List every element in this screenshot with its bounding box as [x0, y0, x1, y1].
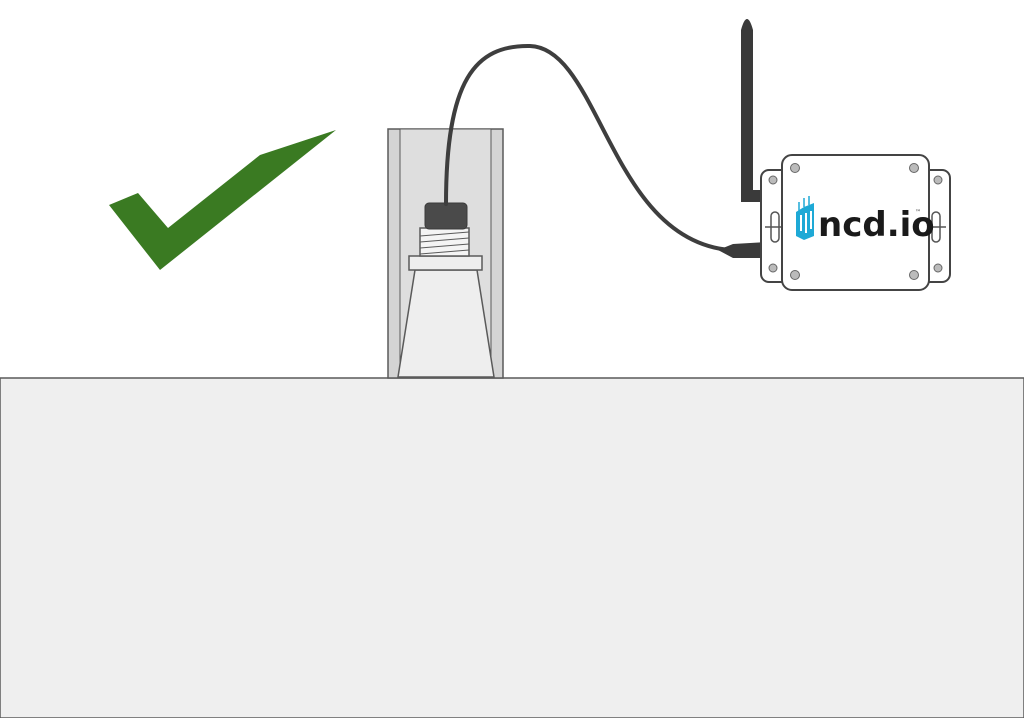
ground-surface: [0, 377, 1024, 718]
screw: [933, 175, 943, 185]
screw: [768, 263, 778, 273]
brand-logo-text: ncd.io: [818, 205, 935, 245]
sensor-flange: [408, 255, 483, 271]
screw: [909, 163, 919, 173]
sensor-horn: [397, 269, 495, 378]
checkmark-icon: [109, 130, 336, 270]
screw: [933, 263, 943, 273]
sensor-cable: [444, 43, 732, 252]
trademark-symbol: ™: [915, 209, 921, 216]
screw: [909, 270, 919, 280]
sensor-cable-gland: [424, 202, 468, 230]
screw: [790, 163, 800, 173]
device-body: [781, 154, 930, 291]
ultrasonic-sensor: [397, 202, 495, 378]
screw: [768, 175, 778, 185]
iot-device: ncd.io ™: [760, 154, 951, 291]
ncd-chip-logo-icon: [796, 196, 814, 240]
screw: [790, 270, 800, 280]
